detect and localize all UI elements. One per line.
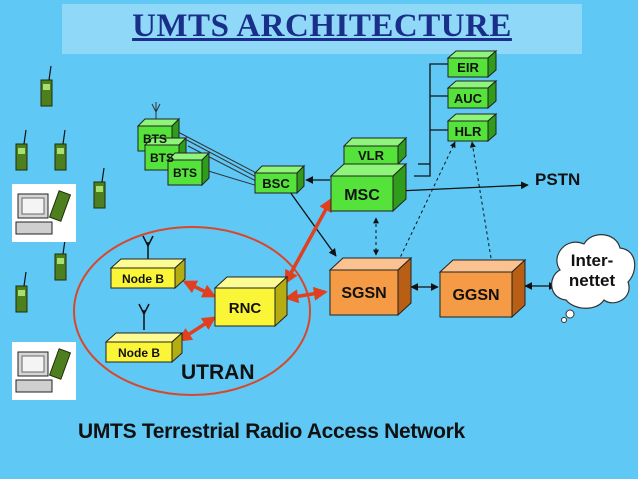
mobile-phone-icon — [40, 65, 53, 107]
bts-bsc-links — [151, 102, 263, 187]
sgsn-box — [328, 256, 413, 317]
hlr-label: HLR — [455, 124, 482, 139]
rnc-box — [213, 275, 289, 328]
antenna-icon — [138, 303, 150, 330]
ggsn-label: GGSN — [452, 287, 499, 304]
mobile-phone-icon — [15, 129, 28, 171]
eir-label: EIR — [457, 60, 479, 75]
nodeb-box-1 — [109, 257, 187, 290]
nodeb-label-1: Node B — [122, 272, 164, 286]
title-bar — [62, 4, 582, 54]
ggsn-box — [438, 258, 527, 319]
nodeb-box-2 — [104, 331, 184, 364]
bsc-box — [253, 164, 306, 195]
vlr-label: VLR — [358, 148, 385, 163]
internet-cloud-label: Inter- nettet — [554, 251, 630, 291]
internet-cloud-icon — [551, 234, 636, 323]
rnc-label: RNC — [229, 300, 262, 317]
pstn-label: PSTN — [535, 170, 581, 189]
signalling-links — [373, 141, 492, 263]
sgsn-label: SGSN — [341, 285, 386, 302]
bsc-label: BSC — [262, 176, 290, 191]
auc-label: AUC — [454, 91, 483, 106]
core-links — [289, 63, 557, 291]
mobile-phone-icon — [15, 271, 28, 313]
mobile-phone-icon — [54, 239, 67, 281]
radio-links — [177, 197, 333, 342]
bts-box-3 — [166, 151, 211, 187]
auc-box — [446, 79, 498, 110]
footer-caption: UMTS Terrestrial Radio Access Network — [78, 420, 465, 443]
mobile-phone-icon — [93, 167, 106, 209]
mobile-phone-icon — [54, 129, 67, 171]
bts-label-2: BTS — [150, 151, 174, 165]
computer-terminal-icon — [12, 184, 76, 242]
eir-box — [446, 49, 498, 79]
vlr-box — [342, 136, 408, 166]
page-title: UMTS ARCHITECTURE — [132, 8, 512, 44]
msc-box — [329, 162, 408, 213]
cloud-line-1: Inter- — [570, 251, 614, 270]
antenna-icon — [142, 235, 154, 260]
msc-label: MSC — [344, 187, 380, 204]
bts-label-1: BTS — [143, 132, 167, 146]
bts-label-3: BTS — [173, 166, 197, 180]
utran-label: UTRAN — [181, 361, 255, 384]
cloud-line-2: nettet — [568, 271, 616, 290]
mobile-phones — [15, 65, 106, 313]
nodeb-label-2: Node B — [118, 346, 160, 360]
utran-ring — [73, 226, 311, 396]
computer-terminal-icon — [12, 342, 76, 400]
hlr-box — [446, 112, 498, 143]
